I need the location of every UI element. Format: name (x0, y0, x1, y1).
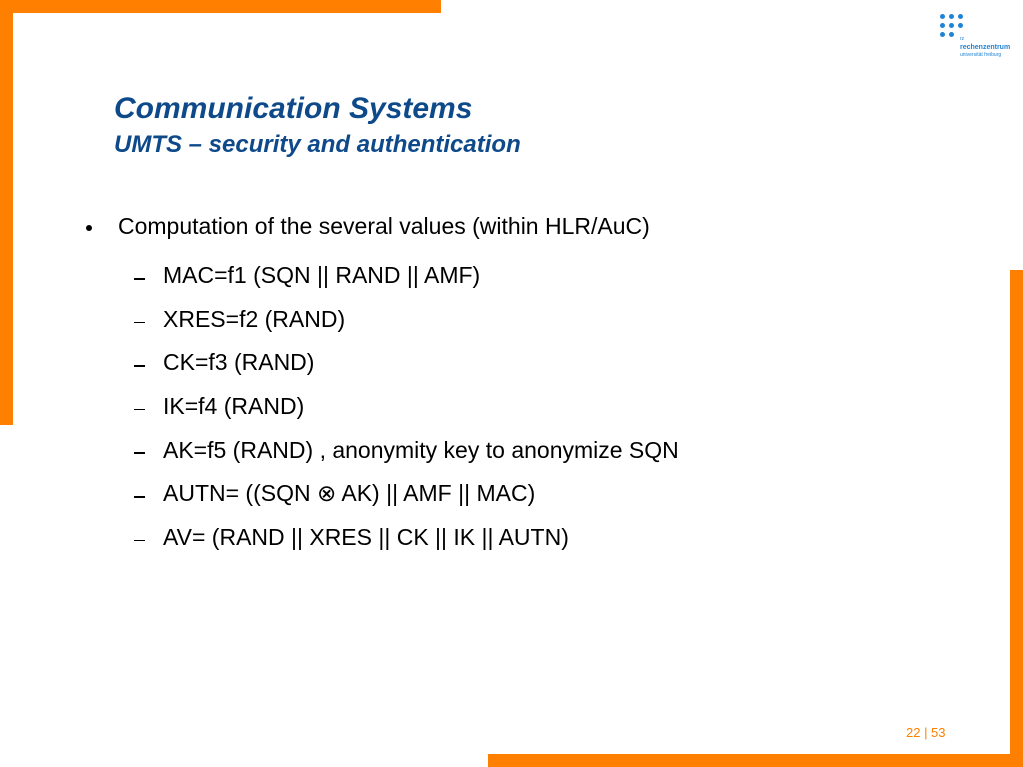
dash-icon (134, 278, 145, 280)
sub-bullet-text: AV= (RAND || XRES || CK || IK || AUTN) (163, 523, 569, 550)
frame-bar-left (0, 0, 13, 425)
sub-bullet-list: MAC=f1 (SQN || RAND || AMF) XRES=f2 (RAN… (134, 254, 679, 559)
sub-bullet-text: CK=f3 (RAND) (163, 349, 315, 376)
sub-bullet-text: AK=f5 (RAND) , anonymity key to anonymiz… (163, 436, 679, 463)
dash-icon (134, 408, 145, 411)
sub-bullet: AUTN= ((SQN ⊗ AK) || AMF || MAC) (134, 472, 679, 516)
logo-name: rechenzentrum (960, 44, 1011, 51)
sub-bullet: AV= (RAND || XRES || CK || IK || AUTN) (134, 516, 679, 560)
sub-bullet-text: AUTN= ((SQN ⊗ AK) || AMF || MAC) (163, 480, 536, 507)
main-bullet: Computation of the several values (withi… (86, 213, 650, 240)
page-number: 22 | 53 (906, 725, 946, 740)
sub-bullet: XRES=f2 (RAND) (134, 298, 679, 342)
dash-icon (134, 539, 145, 542)
sub-bullet: IK=f4 (RAND) (134, 385, 679, 429)
frame-bar-top (0, 0, 441, 13)
slide-subtitle: UMTS – security and authentication (114, 131, 521, 158)
dash-icon (134, 365, 145, 367)
sub-bullet: CK=f3 (RAND) (134, 341, 679, 385)
sub-bullet-text: IK=f4 (RAND) (163, 393, 305, 420)
sub-bullet-text: XRES=f2 (RAND) (163, 305, 346, 332)
university-logo: rz rechenzentrum universität freiburg (940, 14, 1020, 64)
frame-bar-right (1010, 270, 1023, 767)
dash-icon (134, 321, 145, 324)
sub-bullet: AK=f5 (RAND) , anonymity key to anonymiz… (134, 428, 679, 472)
dash-icon (134, 496, 145, 498)
frame-bar-bottom (488, 754, 1023, 767)
bullet-dot-icon (86, 224, 92, 231)
logo-rz: rz (960, 36, 965, 42)
slide-title: Communication Systems (114, 92, 473, 125)
main-bullet-text: Computation of the several values (withi… (118, 213, 650, 239)
sub-bullet: MAC=f1 (SQN || RAND || AMF) (134, 254, 679, 298)
logo-dots-icon (940, 14, 968, 42)
sub-bullet-text: MAC=f1 (SQN || RAND || AMF) (163, 262, 481, 289)
logo-subtitle: universität freiburg (960, 52, 1002, 58)
dash-icon (134, 452, 145, 454)
